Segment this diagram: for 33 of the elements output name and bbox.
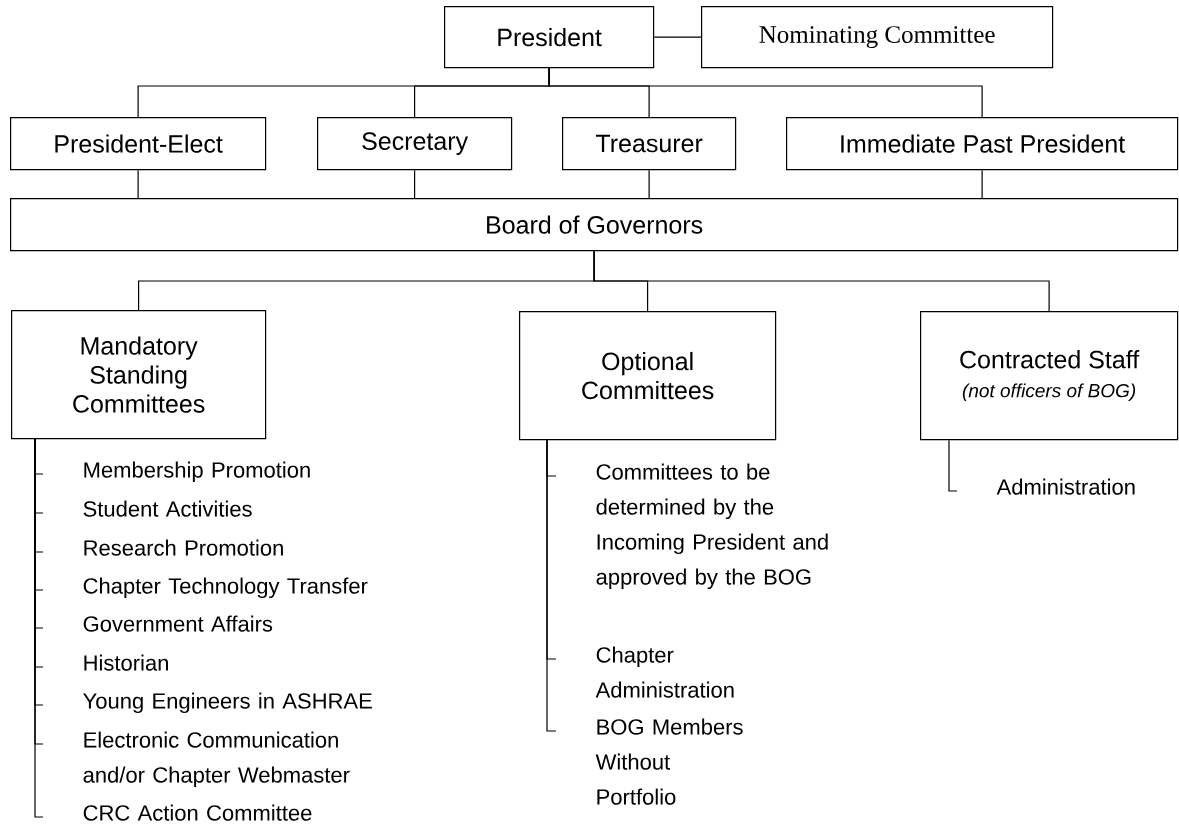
connector-line — [593, 250, 1050, 312]
org-box: Secretary — [317, 117, 513, 171]
org-box: Nominating Committee — [701, 6, 1054, 69]
list-item: Student Activities — [83, 500, 252, 517]
connector-line — [648, 169, 650, 199]
list-item: CRC Action Committee — [83, 804, 312, 821]
list-item: Chapter Administration — [595, 646, 734, 698]
connector-line — [414, 169, 416, 199]
org-box: Treasurer — [562, 117, 737, 171]
list-item: Young Engineers in ASHRAE — [83, 692, 372, 714]
connector-line — [653, 36, 702, 38]
list-item: Committees to be determined by the Incoming President and approved by the BOG — [596, 463, 828, 590]
list-item: Government Affairs — [83, 615, 273, 632]
org-box: President-Elect — [10, 117, 267, 171]
connector-line — [546, 439, 557, 732]
connector-line — [34, 438, 44, 818]
list-item: Administration — [996, 478, 1135, 495]
connector-line — [548, 67, 983, 118]
list-item: Chapter Technology Transfer — [83, 577, 368, 599]
org-box: Optional Committees — [519, 311, 777, 441]
list-item: BOG Members Without Portfolio — [595, 718, 743, 805]
connector-line — [981, 169, 983, 199]
connector-line — [948, 439, 958, 492]
org-box: President — [444, 6, 655, 69]
org-box: Contracted Staff (not officers of BOG) — [920, 311, 1179, 441]
org-box: Immediate Past President — [786, 117, 1179, 171]
list-item: Membership Promotion — [84, 461, 310, 483]
org-box: Board of Governors — [10, 198, 1179, 252]
list-item: Research Promotion — [84, 539, 283, 556]
connector-line — [137, 169, 139, 199]
list-item: Electronic Communication and/or Chapter Webmaster — [83, 731, 350, 788]
org-box: Mandatory Standing Committees — [11, 310, 267, 440]
list-item: Historian — [84, 654, 168, 671]
